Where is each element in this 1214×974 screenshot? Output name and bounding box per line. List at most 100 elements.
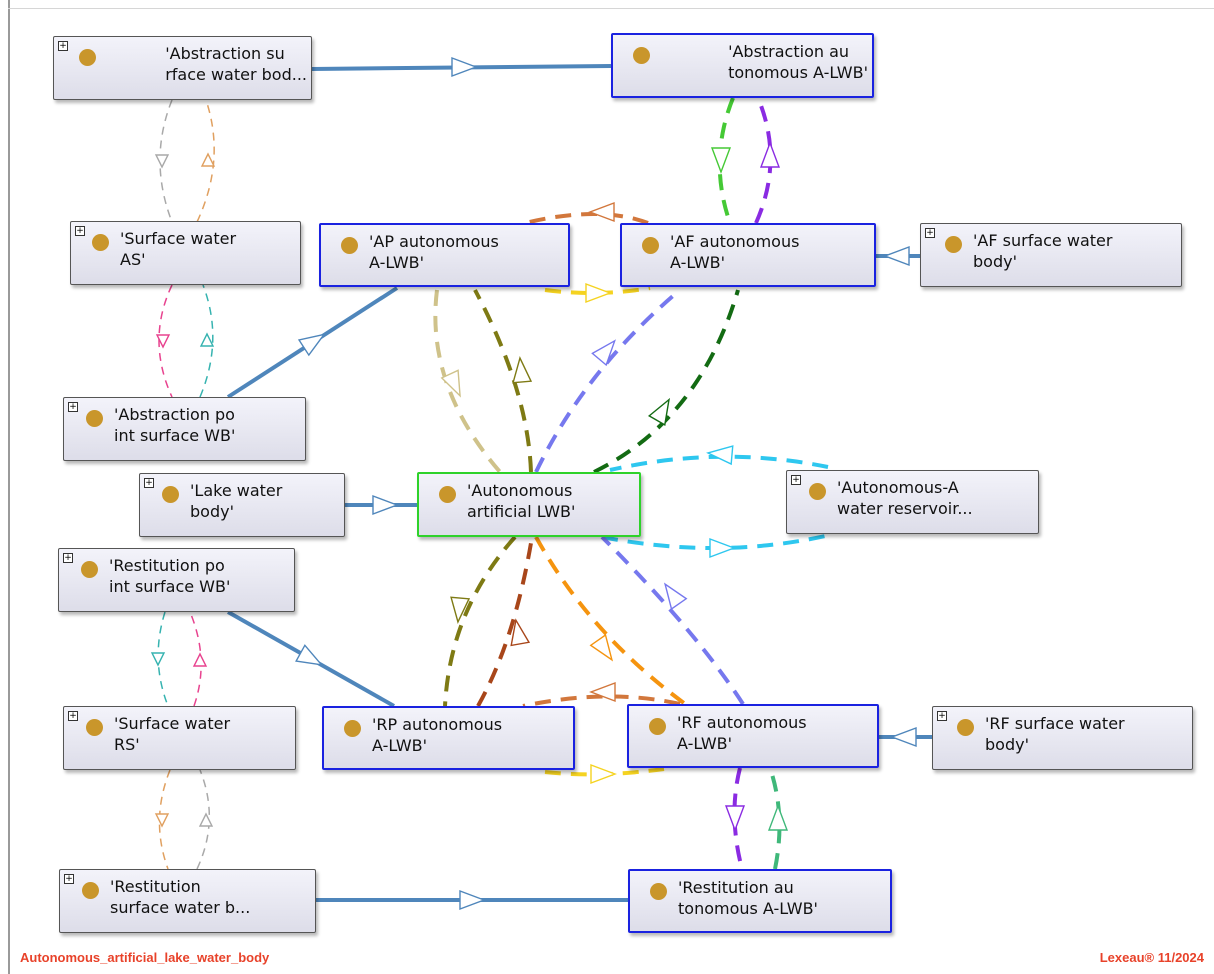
individual-dot-icon: [945, 236, 962, 253]
node-restitution-autonomous-a-lwb[interactable]: 'Restitution au tonomous A-LWB': [628, 869, 892, 933]
individual-dot-icon: [82, 882, 99, 899]
arrowhead-icon: [192, 652, 208, 667]
left-border: [8, 0, 10, 974]
individual-dot-icon: [344, 720, 361, 737]
edge-sw_rs-to-rest_surf: [158, 769, 171, 870]
node-surface-water-rs[interactable]: + 'Surface water RS': [63, 706, 296, 770]
node-af-surface-water-body[interactable]: + 'AF surface water body': [920, 223, 1182, 287]
node-surface-water-as[interactable]: + 'Surface water AS': [70, 221, 301, 285]
edge-af_auto-to-ap_auto: [524, 212, 649, 225]
arrowhead-icon: [883, 245, 910, 267]
arrowhead-icon: [585, 282, 612, 304]
arrowhead-icon: [154, 813, 170, 828]
node-label: 'RF surface water body': [985, 714, 1125, 754]
node-restitution-surface-water-body[interactable]: + 'Restitution surface water b...: [59, 869, 316, 933]
arrowhead-icon: [590, 763, 617, 785]
individual-dot-icon: [86, 410, 103, 427]
node-label: 'Autonomous artificial LWB': [467, 481, 576, 521]
node-label: 'Surface water RS': [114, 714, 231, 754]
individual-dot-icon: [86, 719, 103, 736]
arrowhead-icon: [297, 333, 326, 357]
node-rf-autonomous-a-lwb[interactable]: 'RF autonomous A-LWB': [627, 704, 879, 768]
arrowhead-icon: [589, 681, 616, 703]
node-abstraction-autonomous-a-lwb[interactable]: 'Abstraction au tonomous A-LWB': [611, 33, 874, 98]
node-ap-autonomous-a-lwb[interactable]: 'AP autonomous A-LWB': [319, 223, 570, 287]
expand-icon[interactable]: +: [144, 478, 154, 488]
node-abstraction-surface-water-body[interactable]: + 'Abstraction su rface water bod...: [53, 36, 312, 100]
edge-auto_lwb-to-ap_auto: [473, 289, 533, 473]
node-label: 'Restitution surface water b...: [110, 877, 251, 917]
node-rf-surface-water-body[interactable]: + 'RF surface water body': [932, 706, 1193, 770]
edge-auto_lwb-to-rp_auto: [443, 535, 517, 707]
edge-auto_lwb-to-rf_auto: [534, 536, 690, 708]
expand-icon[interactable]: +: [64, 874, 74, 884]
arrowhead-icon: [591, 339, 616, 367]
expand-icon[interactable]: +: [75, 226, 85, 236]
top-border: [8, 8, 1214, 9]
node-autonomous-a-water-reservoir[interactable]: + 'Autonomous-A water reservoir...: [786, 470, 1039, 534]
expand-icon[interactable]: +: [68, 402, 78, 412]
individual-dot-icon: [79, 49, 96, 66]
node-label: 'RF autonomous A-LWB': [677, 713, 807, 753]
expand-icon[interactable]: +: [925, 228, 935, 238]
edge-rf_auto-to-rest_auto: [732, 767, 744, 870]
node-restitution-point-surface-wb[interactable]: + 'Restitution po int surface WB': [58, 548, 295, 612]
expand-icon[interactable]: +: [791, 475, 801, 485]
node-label: 'Autonomous-A water reservoir...: [837, 478, 973, 518]
individual-dot-icon: [642, 237, 659, 254]
node-autonomous-artificial-lwb[interactable]: 'Autonomous artificial LWB': [417, 472, 641, 537]
edge-auto_lwb-to-af_auto: [534, 288, 682, 473]
arrowhead-icon: [200, 152, 216, 167]
expand-icon[interactable]: +: [68, 711, 78, 721]
node-af-autonomous-a-lwb[interactable]: 'AF autonomous A-LWB': [620, 223, 876, 287]
individual-dot-icon: [439, 486, 456, 503]
edge-sw_as-to-abs_surf: [196, 99, 215, 223]
arrowhead-icon: [450, 596, 471, 624]
individual-dot-icon: [633, 47, 650, 64]
arrowhead-icon: [724, 805, 746, 832]
arrowhead-icon: [510, 618, 531, 647]
arrowhead-icon: [588, 201, 615, 223]
node-label: 'Abstraction au tonomous A-LWB': [728, 42, 868, 82]
arrowhead-icon: [155, 334, 171, 349]
node-label: 'RP autonomous A-LWB': [372, 715, 503, 755]
expand-icon[interactable]: +: [63, 553, 73, 563]
arrowhead-icon: [663, 582, 688, 611]
copyright-label: Lexeau® 11/2024: [1099, 950, 1204, 965]
arrowhead-icon: [295, 644, 324, 666]
edge-ap_auto-to-auto_lwb: [433, 289, 502, 474]
node-label: 'Surface water AS': [120, 229, 237, 269]
expand-icon[interactable]: +: [58, 41, 68, 51]
arrowhead-icon: [440, 369, 461, 398]
edge-rp_auto-to-auto_lwb: [476, 536, 534, 707]
individual-dot-icon: [650, 883, 667, 900]
expand-icon[interactable]: +: [937, 711, 947, 721]
node-abstraction-point-surface-wb[interactable]: + 'Abstraction po int surface WB': [63, 397, 306, 461]
individual-dot-icon: [81, 561, 98, 578]
arrowhead-icon: [459, 889, 486, 911]
edge-auto_lwb-to-af_auto: [593, 289, 740, 474]
arrowhead-icon: [198, 812, 214, 827]
individual-dot-icon: [162, 486, 179, 503]
individual-dot-icon: [649, 718, 666, 735]
arrowhead-icon: [154, 154, 170, 169]
diagram-name-label: Autonomous_artificial_lake_water_body: [20, 950, 270, 965]
edge-abs_point-to-sw_as: [199, 284, 214, 398]
arrowhead-icon: [199, 332, 215, 347]
arrowhead-icon: [150, 652, 166, 667]
arrowhead-icon: [759, 141, 781, 168]
arrowhead-icon: [890, 726, 917, 748]
node-rp-autonomous-a-lwb[interactable]: 'RP autonomous A-LWB': [322, 706, 575, 770]
node-label: 'Lake water body': [190, 481, 283, 521]
arrowhead-icon: [767, 804, 789, 831]
node-lake-water-body[interactable]: + 'Lake water body': [139, 473, 345, 537]
arrowhead-icon: [512, 356, 533, 384]
arrowhead-icon: [647, 397, 670, 427]
arrowhead-icon: [706, 445, 734, 466]
node-label: 'AF surface water body': [973, 231, 1113, 271]
edge-rf_auto-to-auto_lwb: [600, 535, 745, 706]
individual-dot-icon: [809, 483, 826, 500]
arrowhead-icon: [372, 494, 399, 516]
edge-rest_surf-to-sw_rs: [196, 769, 211, 870]
